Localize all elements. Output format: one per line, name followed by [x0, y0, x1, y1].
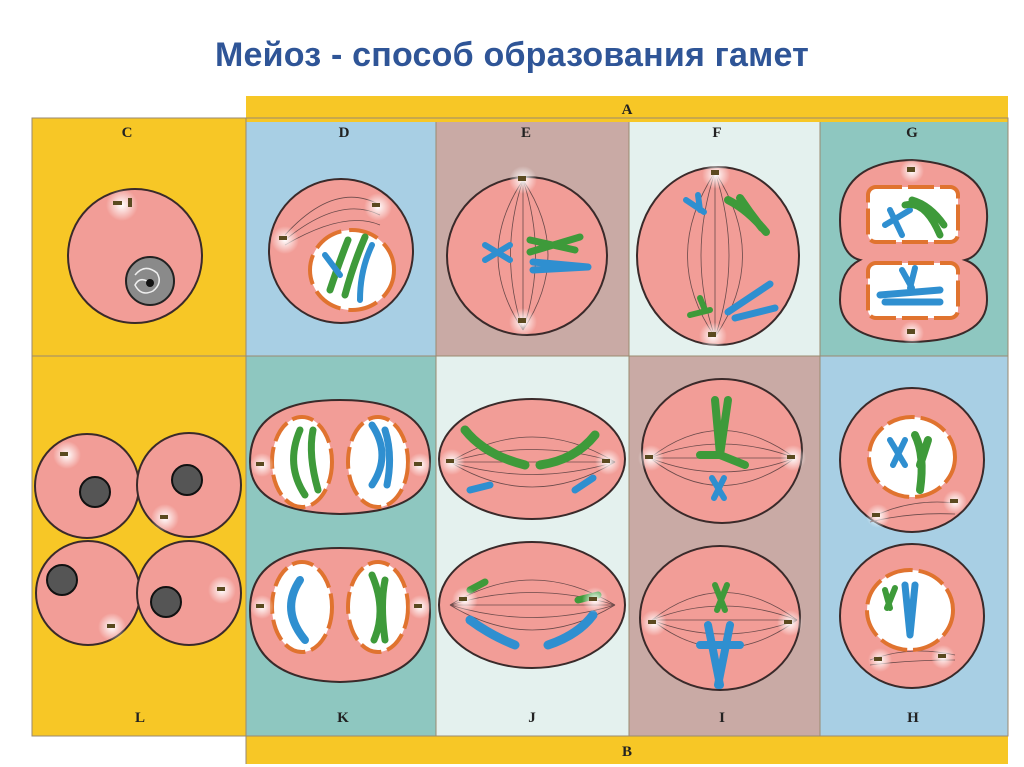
- cell-g: [838, 158, 989, 345]
- cell-k: [248, 398, 432, 684]
- label-g: G: [906, 125, 918, 141]
- panel-labels: A B C D E F G L K J I H: [122, 102, 920, 760]
- cell-d: [268, 178, 414, 324]
- cell-j: [438, 398, 626, 669]
- cell-i: [638, 378, 806, 691]
- label-b: B: [622, 744, 632, 760]
- label-i: I: [719, 710, 725, 726]
- label-e: E: [521, 125, 531, 141]
- label-l: L: [135, 710, 145, 726]
- label-d: D: [339, 125, 350, 141]
- label-f: F: [712, 125, 721, 141]
- cell-e: [446, 166, 608, 336]
- cell-l: [34, 432, 242, 646]
- label-c: C: [122, 125, 133, 141]
- label-j: J: [528, 710, 536, 726]
- cell-c: [67, 188, 203, 324]
- label-a: A: [622, 102, 633, 118]
- label-k: K: [337, 710, 349, 726]
- label-h: H: [907, 710, 919, 726]
- page-title: Мейоз - способ образования гамет: [215, 36, 809, 74]
- cell-f: [636, 161, 800, 350]
- cell-h: [839, 387, 985, 689]
- bottom-band-b: [246, 736, 1008, 764]
